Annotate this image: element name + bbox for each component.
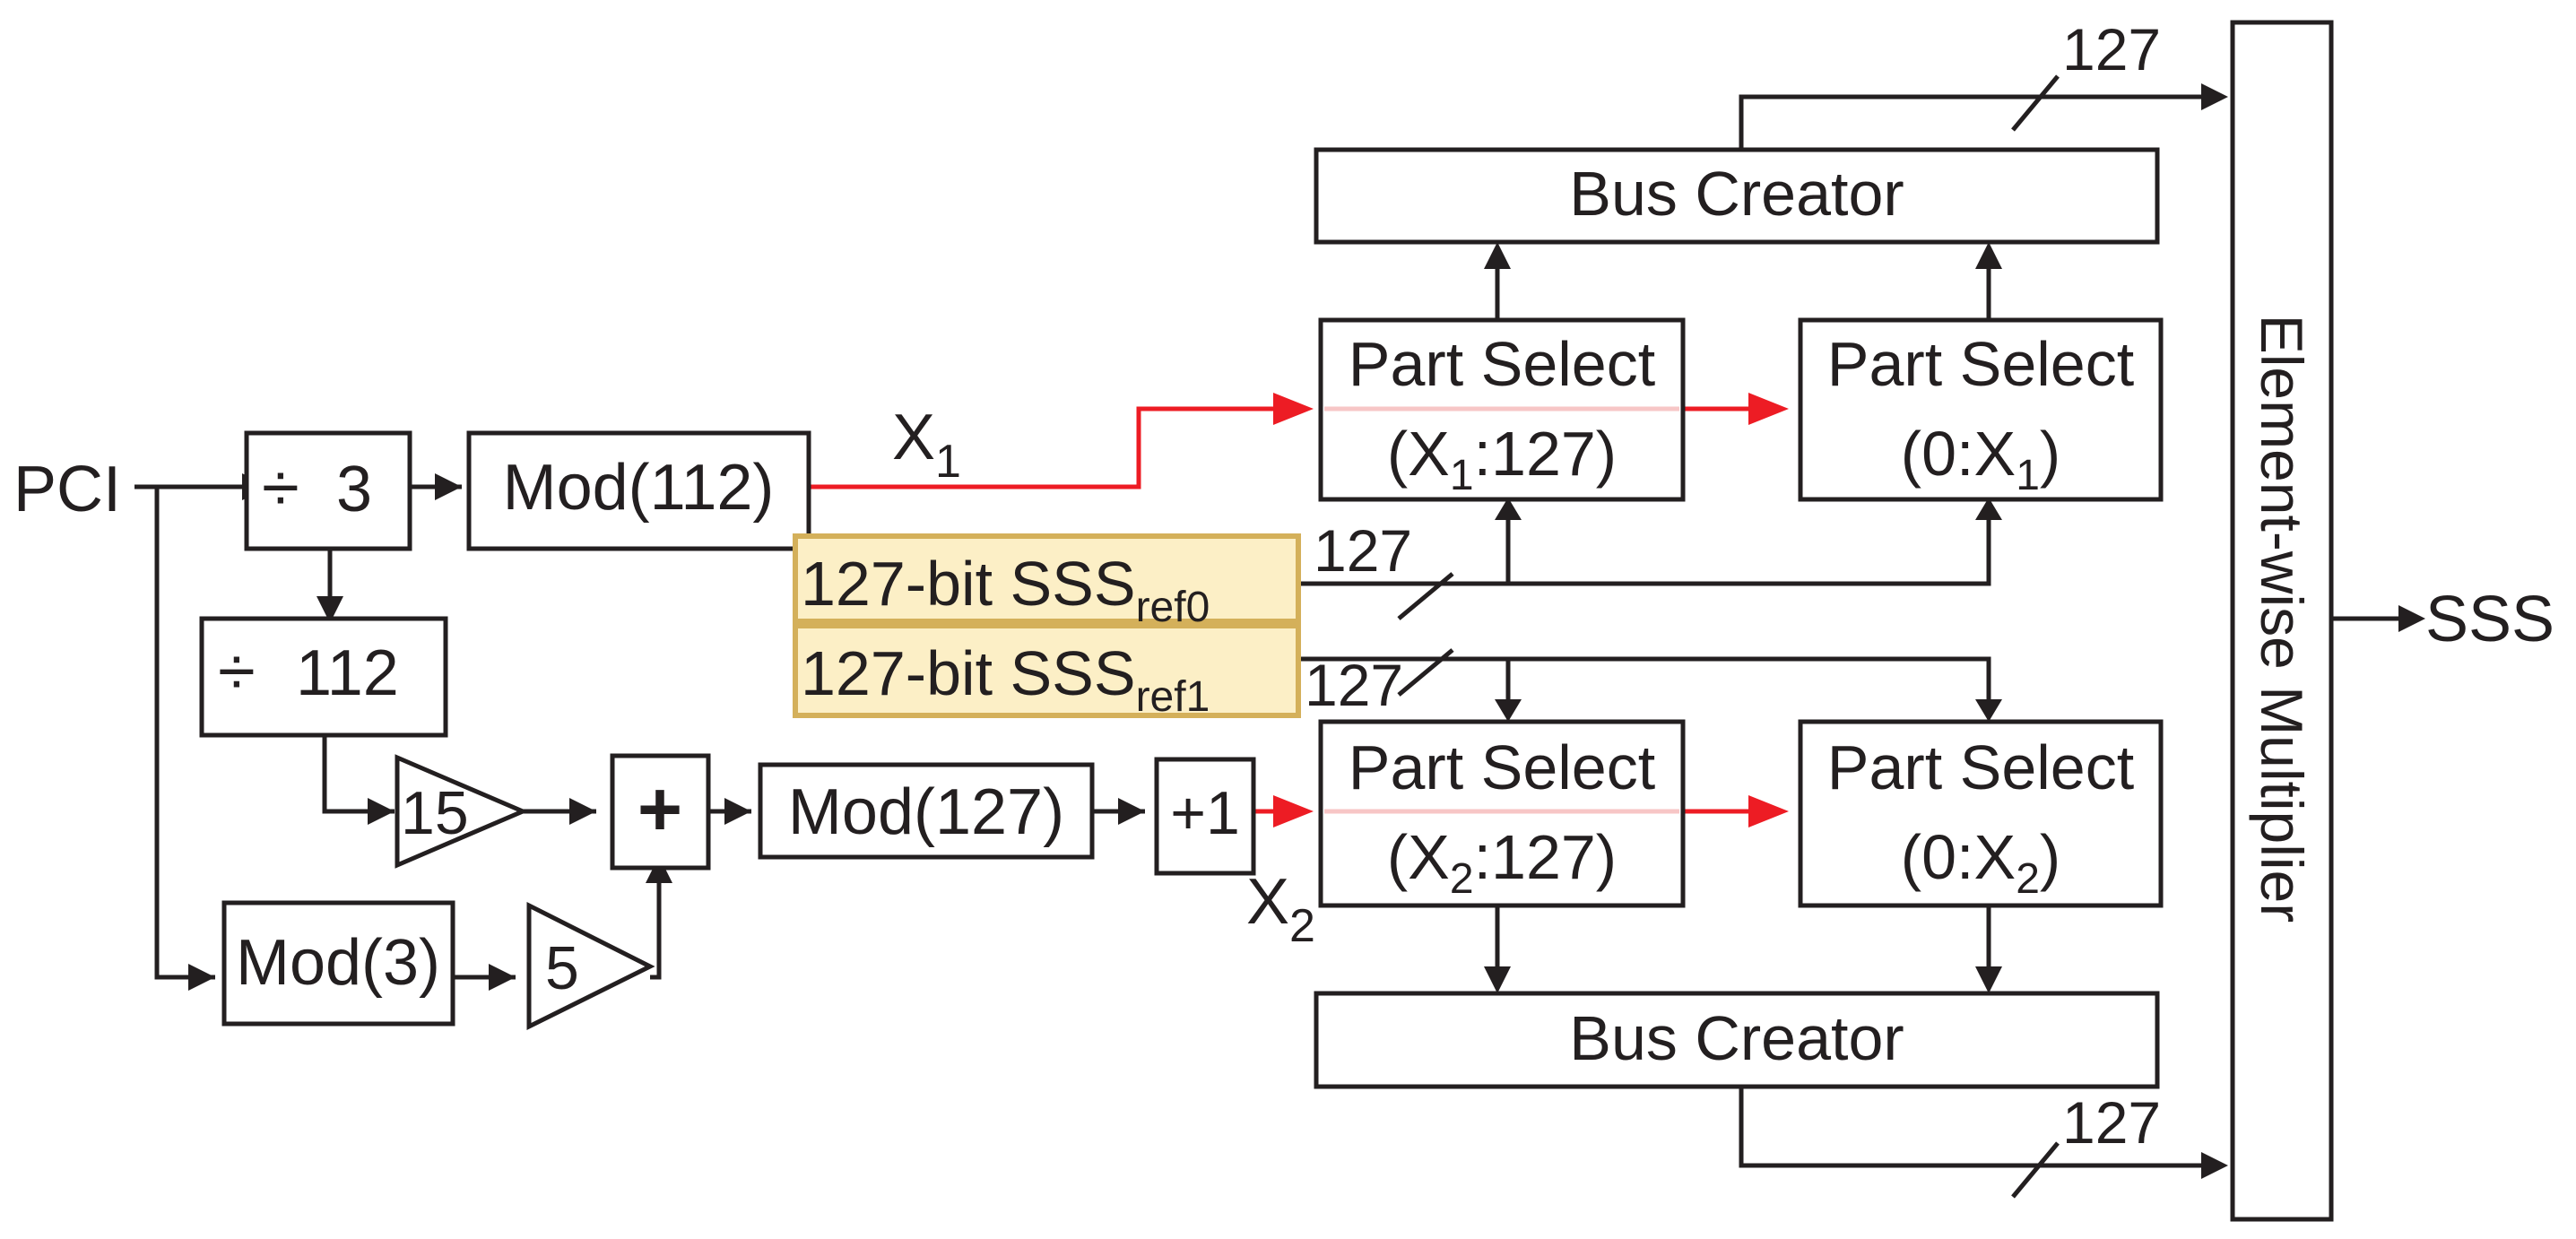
x-signal-wires (809, 406, 1748, 814)
gain-15-block: 15 (395, 754, 529, 869)
svg-text:Element-wise Multiplier: Element-wise Multiplier (2249, 315, 2315, 923)
sss-output-label: SSS (2425, 584, 2554, 655)
plus-one-label: +1 (1170, 779, 1240, 847)
svg-text:Part Select: Part Select (1349, 732, 1655, 802)
bus-width-label-bottom: 127 (2062, 1089, 2161, 1156)
divide-symbol-icon: ÷ (262, 450, 299, 526)
mod-3-block: Mod(3) (221, 900, 455, 1027)
part-select-x1-127: Part Select (X1:127) (1318, 317, 1686, 502)
gain-5-label: 5 (545, 934, 579, 1002)
part-select-x2-127: Part Select (X2:127) (1318, 719, 1686, 908)
wires (134, 74, 2398, 1199)
x1-label: X1 (892, 402, 961, 488)
mod-112-block: Mod(112) (466, 430, 811, 551)
part-select-0-x2: Part Select (0:X2) (1798, 719, 2164, 908)
mod-3-label: Mod(3) (236, 927, 440, 999)
sss-ref0-block: 127-bit SSSref0 (793, 533, 1301, 631)
divide-by-3-label: 3 (336, 454, 372, 525)
plus-one-block: +1 (1154, 757, 1256, 876)
mod-127-label: Mod(127) (788, 776, 1064, 848)
x2-label: X2 (1246, 866, 1315, 952)
divide-by-3-block: ÷ 3 (244, 430, 412, 551)
pci-input-label: PCI (13, 454, 121, 525)
svg-text:127-bit SSSref0: 127-bit SSSref0 (801, 549, 1210, 631)
svg-text:Part Select: Part Select (1349, 329, 1655, 399)
mod-127-block: Mod(127) (758, 762, 1095, 860)
bus-creator-bottom: Bus Creator (1314, 991, 2160, 1089)
svg-text:Part Select: Part Select (1827, 732, 2134, 802)
gain-15-label: 15 (401, 779, 469, 847)
mod-112-label: Mod(112) (503, 452, 775, 524)
adder-symbol-icon: + (637, 767, 682, 853)
svg-text:(0:X1): (0:X1) (1901, 419, 2060, 499)
bus-width-label-ref1: 127 (1305, 652, 1403, 718)
sss-ref1-block: 127-bit SSSref1 (793, 623, 1301, 721)
divide-by-112-label: 112 (296, 637, 399, 709)
svg-text:Part Select: Part Select (1827, 329, 2134, 399)
svg-text:(X2:127): (X2:127) (1387, 822, 1617, 903)
svg-text:Bus Creator: Bus Creator (1569, 1003, 1904, 1073)
divide-symbol-icon: ÷ (218, 634, 256, 710)
divide-by-112-block: ÷ 112 (199, 616, 448, 738)
part-select-0-x1: Part Select (0:X1) (1798, 317, 2164, 502)
arrowheads (188, 83, 2425, 1179)
bus-width-label-ref0: 127 (1314, 517, 1412, 584)
element-wise-multiplier-block: Element-wise Multiplier (2230, 20, 2334, 1222)
bus-width-label-top: 127 (2062, 16, 2161, 82)
svg-text:Bus Creator: Bus Creator (1569, 159, 1904, 229)
adder-block: + (610, 753, 711, 871)
bus-creator-top: Bus Creator (1314, 147, 2160, 245)
svg-text:(0:X2): (0:X2) (1901, 822, 2060, 903)
gain-5-block: 5 (526, 901, 655, 1031)
svg-text:127-bit SSSref1: 127-bit SSSref1 (801, 638, 1210, 721)
svg-text:(X1:127): (X1:127) (1387, 419, 1617, 499)
